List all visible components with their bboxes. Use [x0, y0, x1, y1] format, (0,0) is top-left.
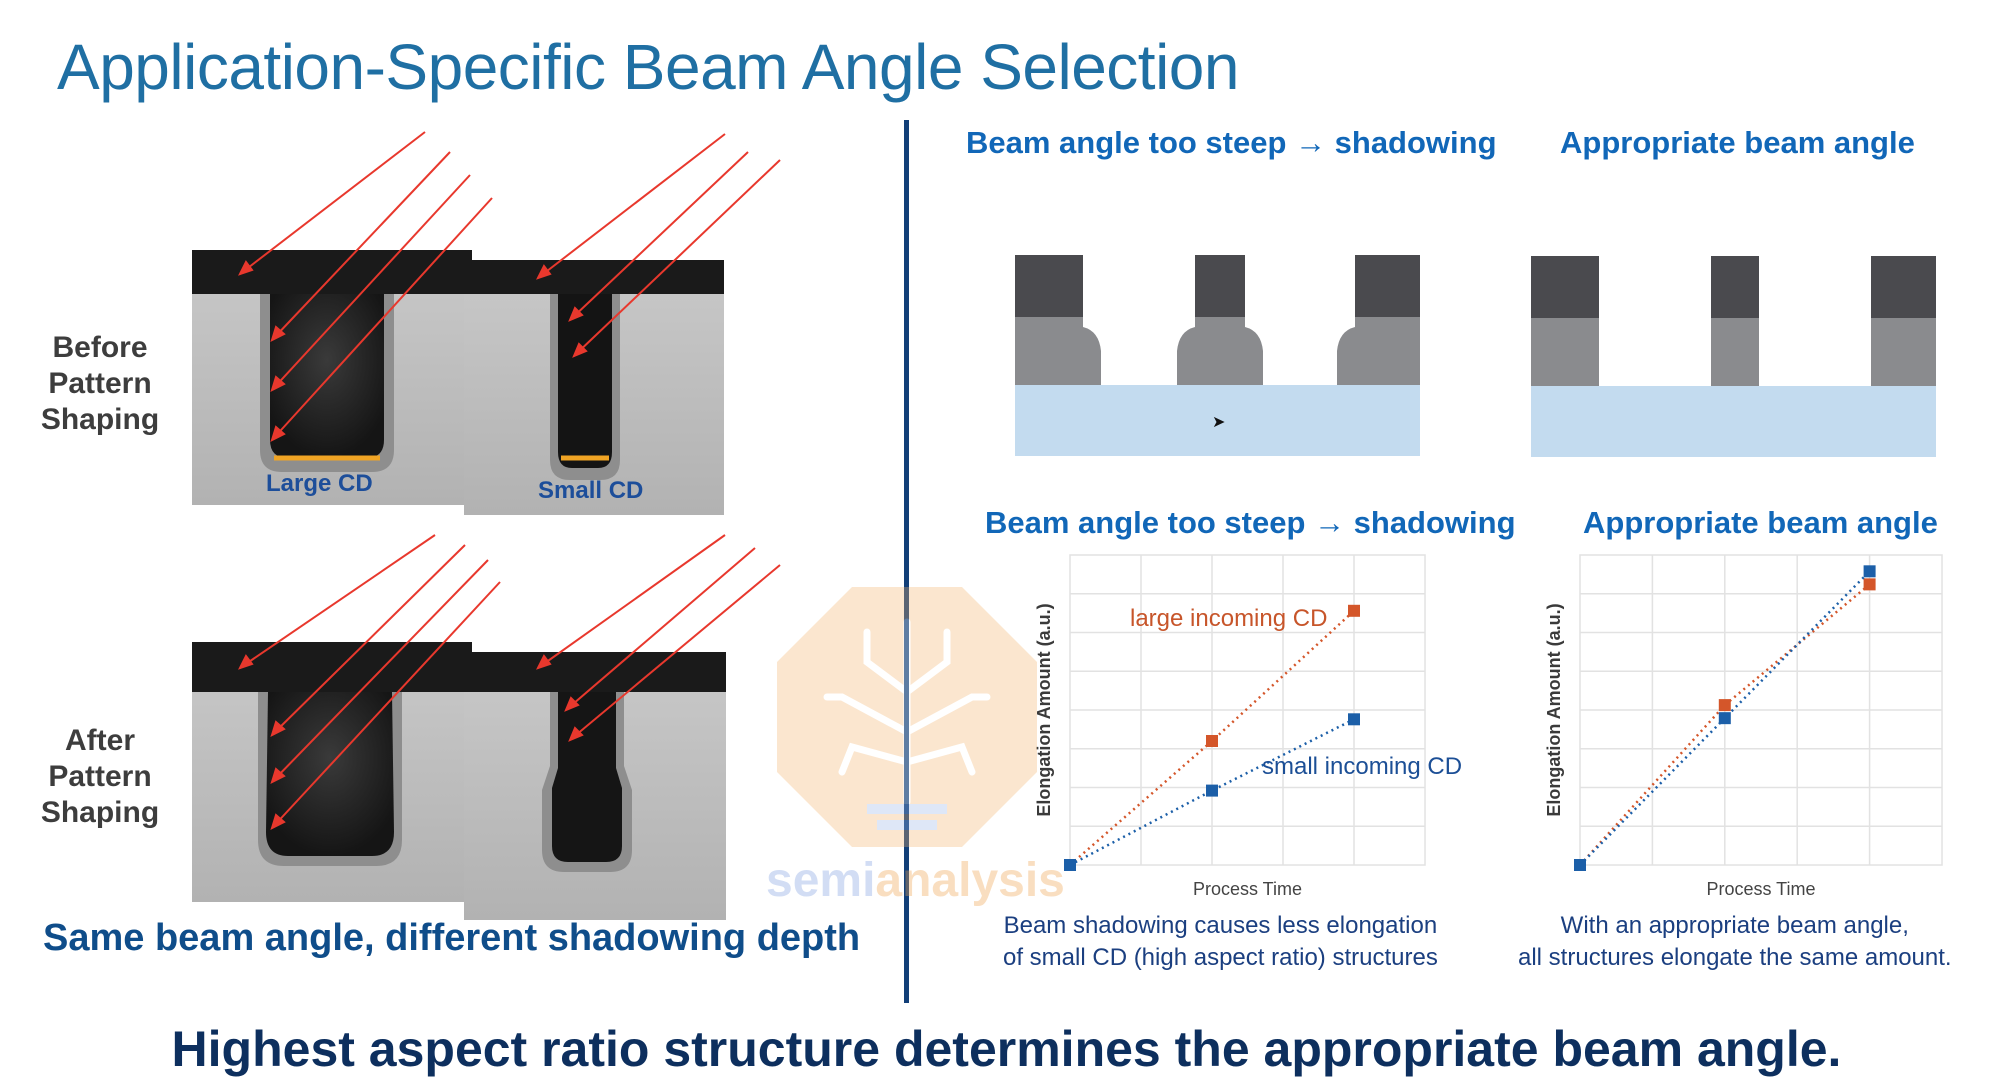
watermark-text-analysis: analysis: [875, 854, 1065, 907]
appropriate-schematic: [1531, 256, 1936, 457]
sem-cross-sections: [192, 131, 781, 920]
beam-arrows: [238, 131, 781, 830]
watermark-text: semianalysis: [766, 854, 1065, 907]
chart2-series-1-point: [1574, 859, 1586, 871]
sem-before-large-cd: [192, 250, 472, 505]
chart2-series-0-point: [1863, 578, 1876, 591]
chart2-series-0-point: [1718, 699, 1731, 712]
chart1-series-1-point: [1206, 784, 1218, 797]
mouse-cursor-icon: ➤: [1212, 414, 1226, 431]
sem-before-small-cd: [464, 260, 724, 515]
substrate: [1015, 385, 1420, 456]
small-cd-label: Small CD: [538, 477, 644, 504]
panel-divider: [904, 120, 909, 1003]
right-chart-caption: With an appropriate beam angle,all struc…: [1518, 912, 1952, 971]
chart2-series-1-point: [1718, 712, 1731, 725]
chart1-series-0-point: [1206, 735, 1218, 747]
chart2-series-1-point: [1863, 565, 1876, 578]
sem-after-small-cd: [464, 652, 726, 920]
watermark-logo-icon: [777, 587, 1037, 847]
bottom-banner: Highest aspect ratio structure determine…: [171, 1021, 1842, 1077]
top-left-heading: Beam angle too steep → shadowing: [966, 125, 1497, 160]
mid-left-heading: Beam angle too steep → shadowing: [985, 505, 1516, 540]
sem-after-large-cd: [192, 642, 472, 902]
chart1-large-series-label: large incoming CD: [1130, 605, 1328, 632]
large-cd-label: Large CD: [266, 470, 373, 497]
substrate: [1531, 386, 1936, 457]
chart1-y-axis-label: Elongation Amount (a.u.): [1034, 603, 1054, 816]
shadowing-schematic: [1015, 255, 1420, 456]
chart1-series-1-point: [1064, 859, 1076, 871]
page-title: Application-Specific Beam Angle Selectio…: [57, 31, 1239, 103]
chart1-small-series-label: small incoming CD: [1262, 753, 1463, 780]
chart2-x-axis-label: Process Time: [1706, 879, 1815, 899]
chart-appropriate: Process Time Elongation Amount (a.u.): [1544, 554, 1943, 899]
chart2-series-1-line: [1579, 570, 1871, 866]
left-panel-caption: Same beam angle, different shadowing dep…: [43, 917, 861, 959]
chart2-y-axis-label: Elongation Amount (a.u.): [1544, 603, 1564, 816]
chart1-x-axis-label: Process Time: [1193, 879, 1302, 899]
semianalysis-watermark: [772, 582, 1042, 867]
top-right-heading: Appropriate beam angle: [1560, 125, 1915, 160]
mid-right-heading: Appropriate beam angle: [1583, 505, 1938, 540]
chart1-series-1-point: [1348, 713, 1360, 726]
chart-shadowing: Process Time Elongation Amount (a.u.): [1034, 554, 1426, 899]
chart1-series-0-point: [1348, 604, 1360, 617]
